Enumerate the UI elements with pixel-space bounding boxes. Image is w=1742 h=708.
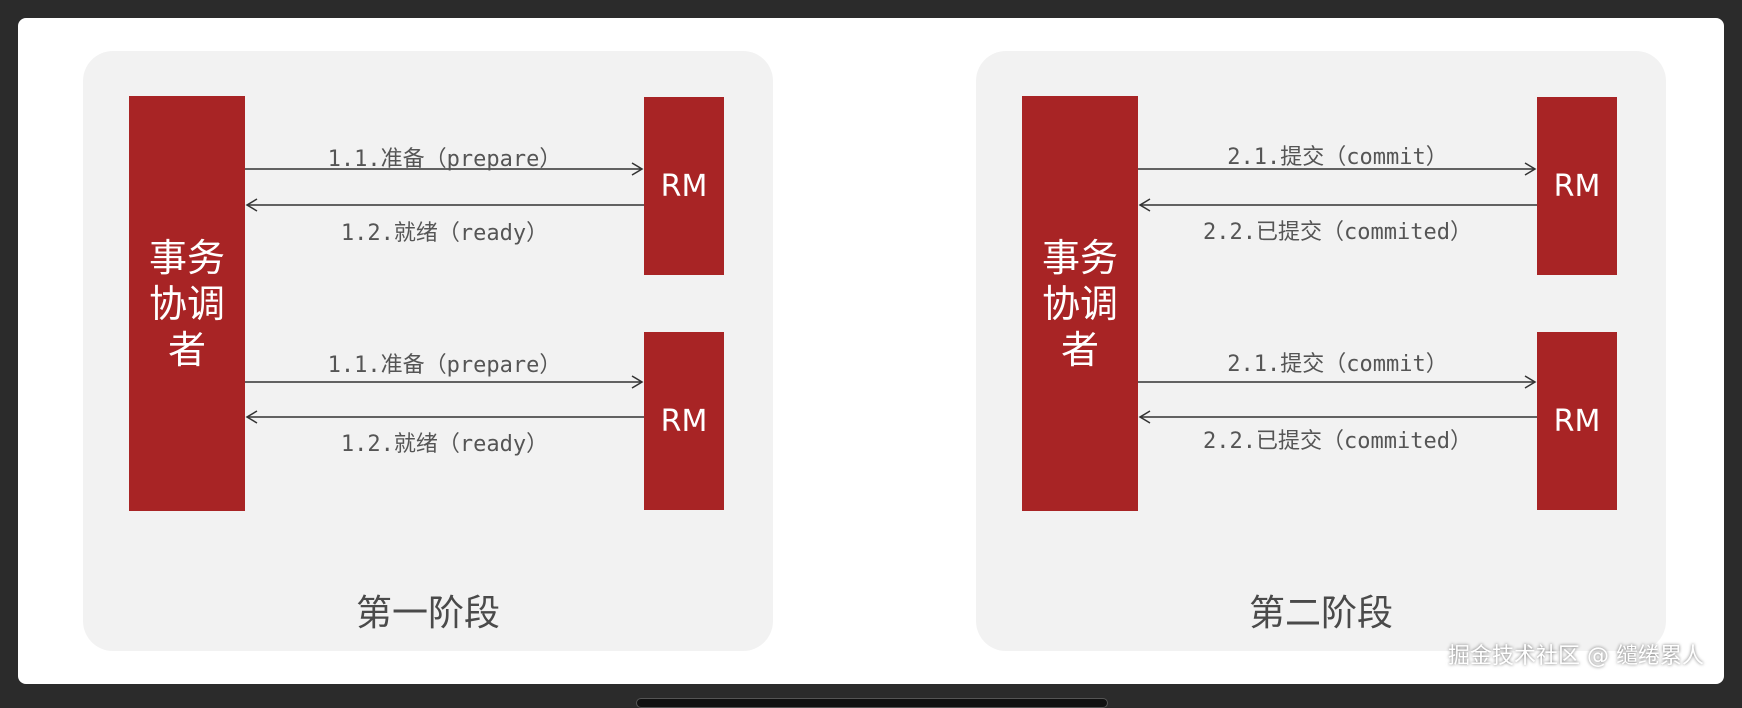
request-label-bottom: 2.1.提交（commit） [1227, 352, 1448, 377]
transaction-coordinator: 事务协调者 [1022, 96, 1138, 511]
rm-node-top: RM [644, 97, 724, 275]
phase-one-panel: 事务协调者 RM RM 1.1.准备（prepare） 1.2.就绪（ready… [83, 51, 773, 651]
phase-one-arrows [245, 162, 644, 424]
request-label-bottom: 1.1.准备（prepare） [327, 353, 562, 378]
rm-node-bottom: RM [1537, 332, 1617, 510]
coordinator-label: 事务协调者 [148, 235, 225, 372]
response-label-bottom: 2.2.已提交（commited） [1203, 429, 1472, 454]
phase-two-arrows [1138, 162, 1537, 424]
diagram-card: 事务协调者 RM RM 1.1.准备（prepare） 1.2.就绪（ready… [18, 18, 1724, 684]
phase-title: 第一阶段 [355, 593, 500, 634]
request-label-top: 1.1.准备（prepare） [327, 147, 562, 172]
response-label-bottom: 1.2.就绪（ready） [340, 432, 549, 457]
response-label-top: 1.2.就绪（ready） [340, 221, 549, 246]
response-label-top: 2.2.已提交（commited） [1203, 220, 1472, 245]
transaction-coordinator: 事务协调者 [129, 96, 245, 511]
coordinator-label: 事务协调者 [1041, 235, 1118, 372]
watermark-text: 掘金技术社区 @ 缱绻累人 [1448, 644, 1704, 669]
phase-title: 第二阶段 [1248, 593, 1393, 634]
request-label-top: 2.1.提交（commit） [1227, 145, 1448, 170]
rm-node-bottom: RM [644, 332, 724, 510]
rm-node-top: RM [1537, 97, 1617, 275]
phase-two-panel: 事务协调者 RM RM 2.1.提交（commit） 2.2.已提交（commi… [976, 51, 1666, 651]
scrollbar-handle[interactable] [636, 698, 1108, 708]
